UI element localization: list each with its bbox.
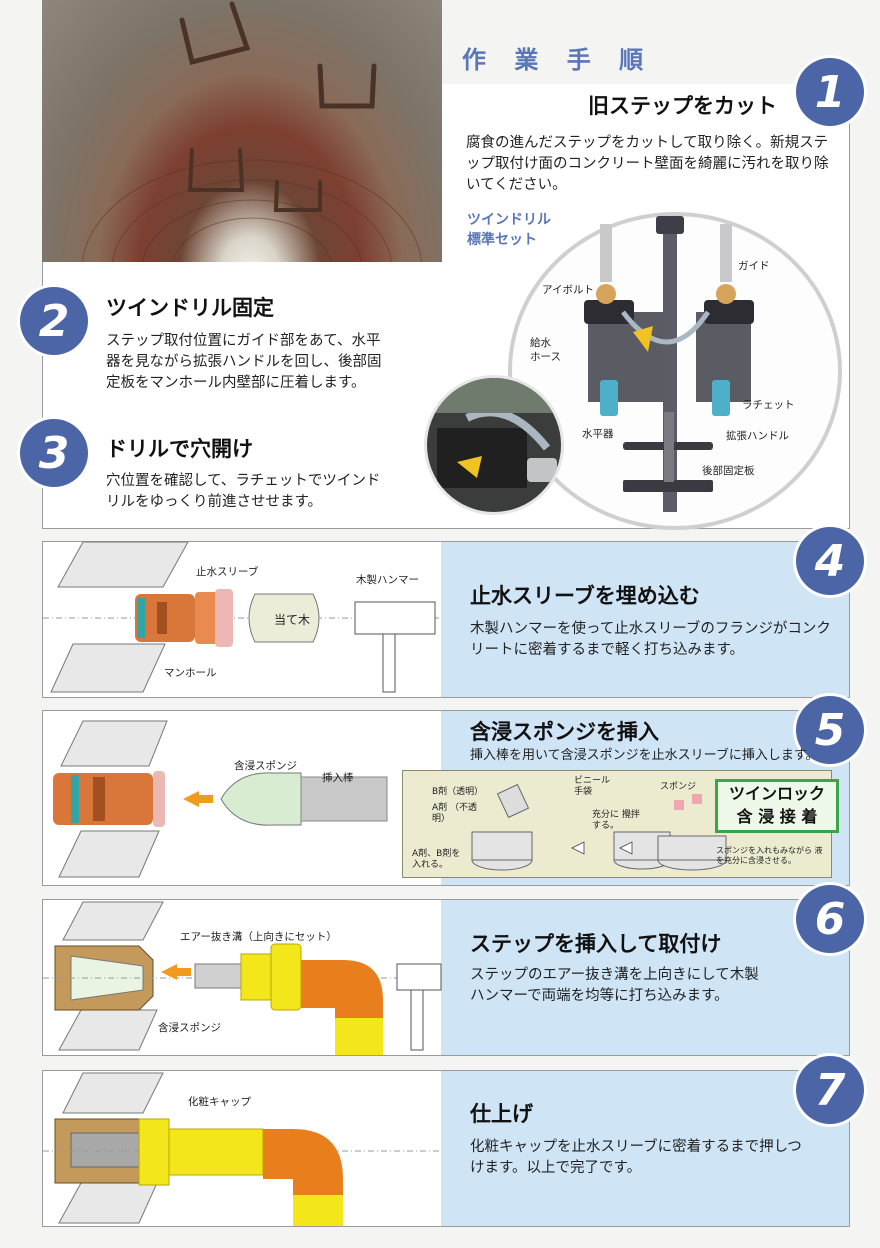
step-6-text-area xyxy=(441,900,849,1055)
step-7-text-area xyxy=(441,1071,849,1226)
inset-sponge: スポンジ xyxy=(660,782,697,792)
inset-pour: A剤、B剤を 入れる。 xyxy=(412,849,461,870)
inset-soak: スポンジを入れもみながら 液を充分に含浸させる。 xyxy=(716,846,823,865)
fig5-sponge-label: 含浸スポンジ xyxy=(234,760,297,772)
manhole-photo xyxy=(42,0,442,262)
brand-line-2: 含 浸 接 着 xyxy=(736,807,818,826)
step-6-title: ステップを挿入して取付け xyxy=(470,932,722,956)
inset-a-agent: A剤 （不透明） xyxy=(432,803,478,824)
step-5-badge: 5 xyxy=(796,696,864,764)
step-1-text: 腐食の進んだステップをカットして取り除く。新規ステップ取付け面のコンクリート壁面… xyxy=(466,135,829,193)
step-7-text: 化粧キャップを止水スリーブに密着するまで押しつけます。以上で完了です。 xyxy=(470,1139,802,1176)
step-4-text: 木製ハンマーを使って止水スリーブのフランジがコンクリートに密着するまで軽く打ち込… xyxy=(470,621,831,658)
step-5-title: 含浸スポンジを挿入 xyxy=(470,720,659,744)
step-5-figure xyxy=(53,720,388,878)
step-4-figure xyxy=(43,541,441,693)
step-7-badge: 7 xyxy=(796,1056,864,1124)
inset-photo-detail xyxy=(427,378,561,488)
step-2-badge: 2 xyxy=(20,287,88,355)
fig5-inset-drawing xyxy=(471,783,727,871)
step-4-title: 止水スリーブを埋め込む xyxy=(470,584,700,608)
header-title: 作 業 手 順 xyxy=(462,46,654,74)
brand-box: ツインロック 含 浸 接 着 xyxy=(715,779,839,833)
step-3-text: 穴位置を確認して、ラチェットでツインドリルをゆっくり前進させせます。 xyxy=(106,473,381,510)
step-5-text: 挿入棒を用いて含浸スポンジを止水スリーブに挿入します。 xyxy=(470,748,819,763)
step-7-figure xyxy=(43,1072,441,1226)
step-1-title: 旧ステップをカット xyxy=(588,94,777,118)
brand-line-1: ツインロック xyxy=(728,784,825,803)
fig6-groove-label: エアー抜き溝（上向きにセット） xyxy=(180,931,337,943)
step-1-badge: 1 xyxy=(796,58,864,126)
drill-label-level: 水平器 xyxy=(582,428,614,440)
step-6-figure xyxy=(43,901,442,1055)
drill-label-ratchet: ラチェット xyxy=(742,399,795,411)
fig5-rod-label: 挿入棒 xyxy=(322,772,354,784)
fig4-sleeve-label: 止水スリーブ xyxy=(196,566,259,578)
step-2-text: ステップ取付位置にガイド部をあて、水平器を見ながら拡張ハンドルを回し、後部固定板… xyxy=(106,333,382,391)
drill-label-eyebolt: アイボルト xyxy=(542,284,594,296)
step-4-text-area xyxy=(441,542,849,697)
step-6-text: ステップのエアー抜き溝を上向きにして木製ハンマーで両端を均等に打ち込みます。 xyxy=(470,967,759,1004)
inset-stir: 充分に 攪拌する。 xyxy=(592,810,640,831)
drill-label-guide: ガイド xyxy=(738,260,770,272)
step-4-badge: 4 xyxy=(796,527,864,595)
drill-label-handle: 拡張ハンドル xyxy=(726,430,789,442)
inset-b-agent: B剤（透明） xyxy=(432,787,484,797)
fig4-block-label: 当て木 xyxy=(274,613,311,627)
step-6-badge: 6 xyxy=(796,885,864,953)
inset-gloves: ビニール 手袋 xyxy=(574,776,611,797)
step-3-badge: 3 xyxy=(20,419,88,487)
drill-label-water-hose: 給水 ホース xyxy=(530,337,561,363)
drill-label-plate: 後部固定板 xyxy=(702,465,755,477)
fig7-cap-label: 化粧キャップ xyxy=(188,1096,251,1108)
manhole-rungs xyxy=(81,1,423,262)
drill-illustration xyxy=(584,216,754,512)
drill-inset-photo xyxy=(424,375,564,515)
fig6-sponge-label: 含浸スポンジ xyxy=(158,1022,221,1034)
step-7-title: 仕上げ xyxy=(470,1102,533,1126)
drill-set-label: ツインドリル 標準セット xyxy=(467,212,551,248)
step-2-title: ツインドリル固定 xyxy=(106,296,274,320)
fig4-hammer-label: 木製ハンマー xyxy=(356,574,419,586)
step-3-title: ドリルで穴開け xyxy=(106,437,253,461)
fig4-manhole-label: マンホール xyxy=(164,667,217,679)
